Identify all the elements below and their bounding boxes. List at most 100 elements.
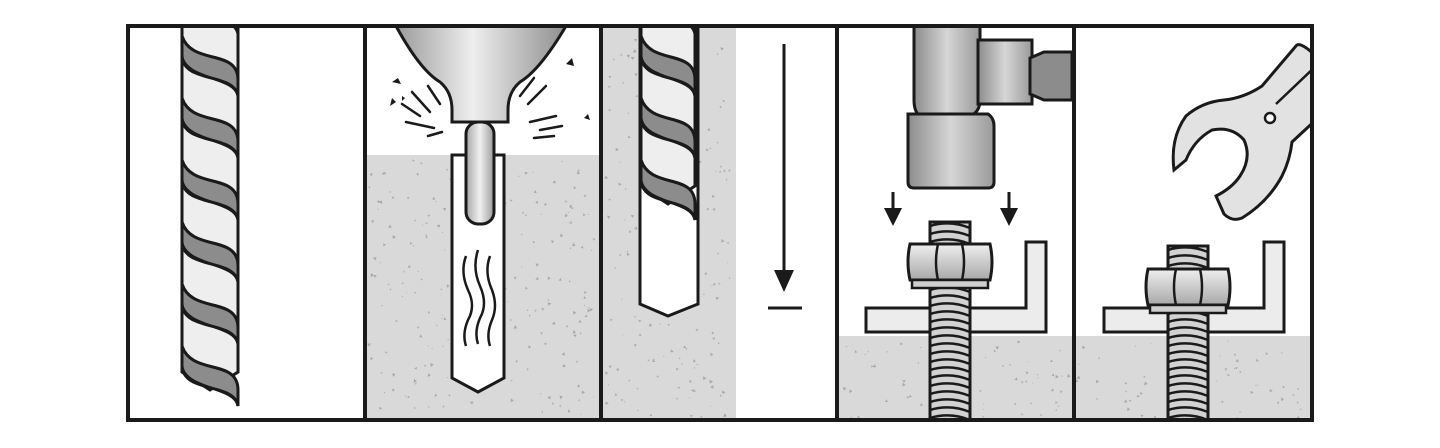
concrete-speck	[544, 202, 548, 206]
concrete-speck	[710, 385, 714, 389]
concrete-speck	[446, 284, 450, 288]
concrete-speck	[1153, 415, 1157, 419]
bit-edge	[180, 303, 240, 345]
concrete-speck	[567, 410, 571, 414]
concrete-speck	[412, 159, 415, 162]
concrete-speck	[718, 282, 721, 285]
concrete-speck	[1021, 381, 1024, 384]
concrete-speck	[636, 387, 639, 390]
concrete-speck	[1227, 340, 1229, 342]
concrete-speck	[539, 392, 542, 395]
concrete-speck	[1013, 403, 1017, 406]
bolt-thread	[929, 382, 971, 390]
depth-arrow-icon	[768, 44, 802, 310]
concrete-speck	[573, 186, 577, 189]
bolt-thread	[929, 358, 971, 366]
concrete-speck	[588, 307, 590, 309]
concrete-speck	[718, 341, 720, 345]
concrete-speck	[1224, 368, 1228, 371]
concrete-speck	[406, 197, 410, 200]
impact-arrow-left	[884, 192, 902, 226]
concrete-speck	[446, 376, 449, 379]
concrete-speck	[581, 390, 586, 395]
concrete-speck	[619, 254, 622, 257]
concrete-speck	[389, 288, 392, 291]
concrete-speck	[435, 200, 437, 203]
concrete-speck	[580, 245, 584, 249]
concrete-speck	[561, 160, 563, 163]
concrete-speck	[711, 194, 715, 198]
concrete-speck	[534, 309, 537, 312]
concrete-speck	[520, 233, 523, 236]
concrete-speck	[622, 81, 625, 84]
concrete-speck	[634, 73, 638, 77]
concrete-speck	[900, 342, 903, 346]
concrete-speck	[541, 307, 545, 311]
drill-bit-icon	[180, 26, 240, 407]
concrete-speck	[667, 323, 670, 327]
bolt-thread	[1167, 374, 1209, 382]
panel-drill-hole	[390, 26, 590, 394]
concrete-speck	[872, 364, 876, 368]
concrete-speck	[403, 270, 406, 273]
concrete-speck	[1037, 373, 1039, 376]
concrete-speck	[656, 375, 659, 378]
concrete-speck	[564, 213, 568, 218]
concrete-speck	[1296, 401, 1299, 404]
concrete-speck	[688, 380, 692, 384]
concrete-speck	[414, 291, 417, 294]
concrete-speck	[1282, 385, 1285, 389]
concrete-speck	[1055, 374, 1059, 379]
concrete-speck	[547, 302, 552, 306]
concrete-speck	[513, 276, 517, 280]
concrete-speck	[442, 405, 445, 408]
concrete-speck	[728, 169, 731, 172]
concrete-speck	[727, 261, 729, 264]
concrete-speck	[573, 334, 577, 338]
concrete-speck	[1257, 384, 1259, 387]
concrete-speck	[560, 233, 564, 238]
concrete-speck	[417, 326, 420, 329]
concrete-speck	[607, 384, 609, 386]
concrete-speck	[392, 235, 397, 239]
concrete-speck	[706, 127, 710, 132]
concrete-speck	[413, 219, 416, 222]
bolt-thread	[1167, 342, 1209, 350]
concrete-speck	[649, 413, 653, 417]
concrete-speck	[547, 395, 551, 400]
concrete-speck	[723, 169, 726, 173]
concrete-speck	[659, 323, 661, 325]
concrete-speck	[1057, 405, 1060, 407]
concrete-speck	[533, 190, 537, 194]
concrete-speck	[377, 200, 381, 204]
concrete-speck	[578, 319, 582, 323]
concrete-speck	[1139, 392, 1143, 395]
heat-lines	[462, 249, 497, 347]
concrete-speck	[524, 171, 528, 175]
concrete-speck	[638, 319, 641, 323]
concrete-speck	[378, 200, 383, 204]
concrete-speck	[427, 345, 430, 347]
concrete-speck	[621, 298, 623, 300]
concrete-speck	[1076, 375, 1080, 380]
concrete-speck	[521, 266, 523, 268]
concrete-speck	[564, 200, 568, 203]
bolt-thread	[1167, 398, 1209, 406]
concrete-speck	[1032, 382, 1034, 384]
concrete-speck	[423, 364, 426, 367]
concrete-speck	[723, 413, 727, 418]
concrete-speck	[679, 357, 681, 360]
concrete-speck	[1067, 373, 1071, 378]
concrete-speck	[427, 311, 431, 314]
hex-nut-icon	[906, 242, 994, 290]
concrete-speck	[845, 345, 848, 348]
concrete-speck	[583, 194, 587, 198]
concrete-speck	[576, 170, 581, 175]
concrete-speck	[624, 188, 627, 191]
concrete-speck	[391, 196, 395, 200]
bolt-thread	[929, 326, 971, 334]
concrete-speck	[526, 368, 529, 371]
concrete-speck	[368, 186, 371, 189]
concrete-speck	[885, 399, 889, 402]
bolt-thread	[929, 350, 971, 358]
